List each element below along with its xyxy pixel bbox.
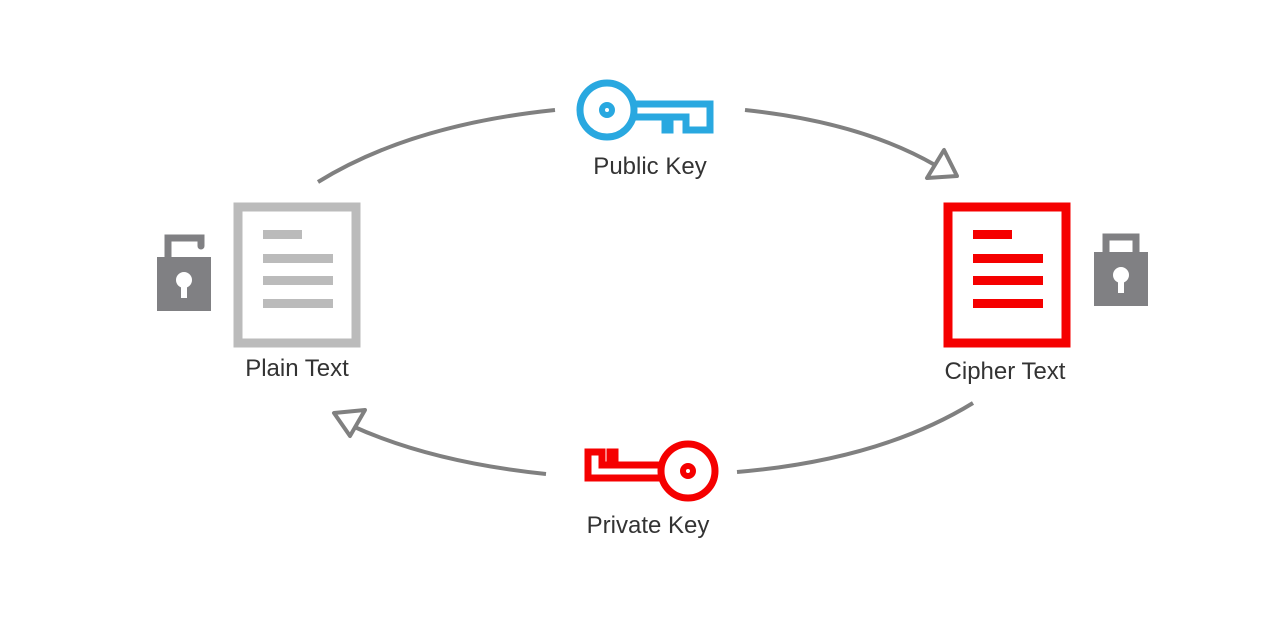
arc-bottom-right — [736, 401, 975, 474]
cipher-text-label: Cipher Text — [944, 358, 1066, 385]
private-key-label: Private Key — [586, 512, 710, 539]
cipher-text-document-icon — [943, 202, 1071, 348]
plain-text-label: Plain Text — [245, 355, 349, 382]
arc-top-right — [744, 108, 936, 167]
arc-top-left — [316, 108, 556, 184]
arrowhead-to-cipher — [925, 148, 959, 180]
plain-text-document-icon — [233, 202, 361, 348]
arrowhead-to-plain — [332, 408, 367, 438]
private-key-icon — [584, 440, 719, 502]
locked-padlock-icon — [1094, 233, 1148, 306]
public-key-icon — [576, 79, 714, 141]
public-key-label: Public Key — [593, 153, 707, 180]
arc-bottom-left — [349, 423, 547, 476]
unlocked-padlock-icon — [157, 234, 211, 311]
